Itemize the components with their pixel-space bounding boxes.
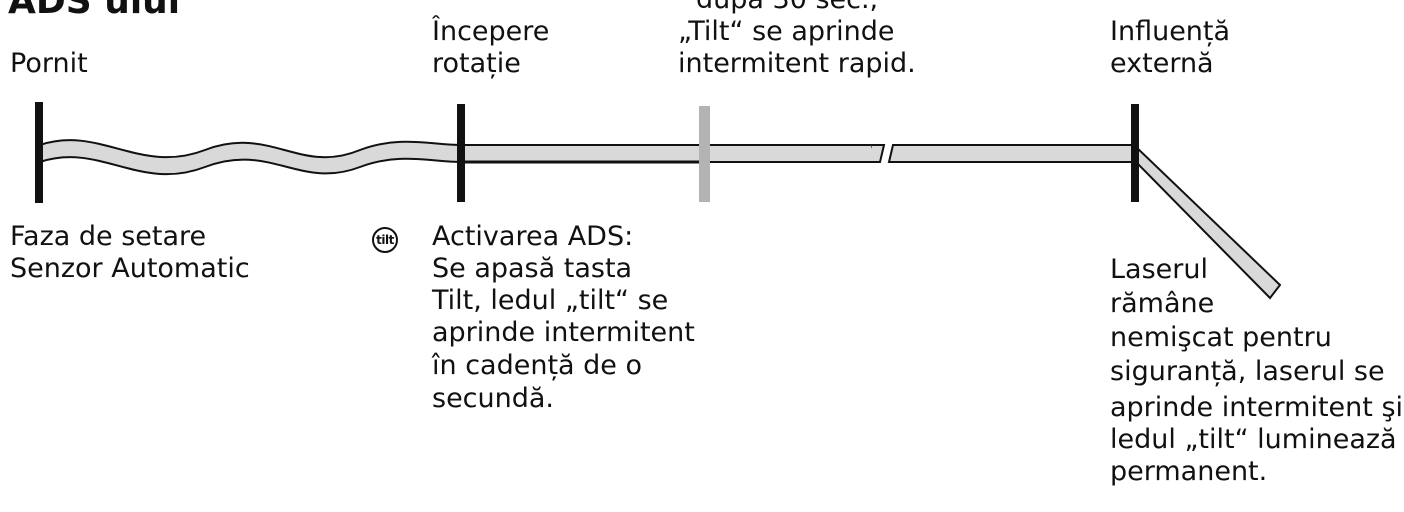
label-activare-line1: Activarea ADS: bbox=[432, 221, 634, 252]
label-tilt-rapid-line3: intermitent rapid. bbox=[678, 48, 916, 79]
label-tilt-rapid-line1: după 30 sec., bbox=[696, 0, 878, 16]
label-activare-line6: secundă. bbox=[432, 383, 555, 414]
label-incepere-line2: rotație bbox=[432, 48, 521, 79]
label-activare-line2: Se apasă tasta bbox=[432, 253, 633, 284]
label-faza-setare-line1: Faza de setare bbox=[10, 221, 207, 252]
label-pornit: Pornit bbox=[10, 48, 88, 79]
label-laser-line5: aprinde intermitent şi bbox=[1110, 392, 1404, 423]
timeline-break-left bbox=[868, 144, 886, 163]
label-tilt-rapid-line2: „Tilt“ se aprinde bbox=[678, 16, 895, 47]
wavy-setup-phase-bar bbox=[39, 139, 463, 176]
timeline-graphic bbox=[35, 102, 1282, 300]
label-influenta-line1: Influență bbox=[1110, 16, 1231, 47]
label-laser-line4: siguranță, laserul se bbox=[1110, 356, 1385, 387]
label-laser-line2: rămâne bbox=[1110, 288, 1215, 319]
timeline-bar-segment-1 bbox=[461, 144, 873, 163]
marker-30-sec bbox=[699, 106, 710, 202]
marker-pornit bbox=[35, 102, 43, 203]
label-activare-line3: Tilt, ledul „tilt“ se bbox=[432, 285, 669, 316]
marker-incepere-rotatie bbox=[457, 104, 465, 202]
marker-influenta-externa bbox=[1131, 104, 1139, 202]
label-influenta-line2: externă bbox=[1110, 48, 1214, 79]
label-incepere-line1: Începere bbox=[432, 16, 550, 47]
tilt-badge-icon: tilt bbox=[372, 227, 398, 253]
label-laser-line3: nemişcat pentru bbox=[1110, 322, 1332, 353]
label-faza-setare-line2: Senzor Automatic bbox=[10, 253, 250, 284]
label-laser-line1: Laserul bbox=[1110, 254, 1208, 285]
label-laser-line6: ledul „tilt“ luminează bbox=[1110, 424, 1397, 455]
label-laser-line7: permanent. bbox=[1110, 456, 1268, 487]
diagram-title: ADS ului bbox=[8, 0, 181, 22]
label-activare-line4: aprinde intermitent bbox=[432, 317, 695, 348]
timeline-bar-segment-2 bbox=[887, 144, 1137, 163]
label-activare-line5: în cadență de o bbox=[432, 350, 643, 381]
